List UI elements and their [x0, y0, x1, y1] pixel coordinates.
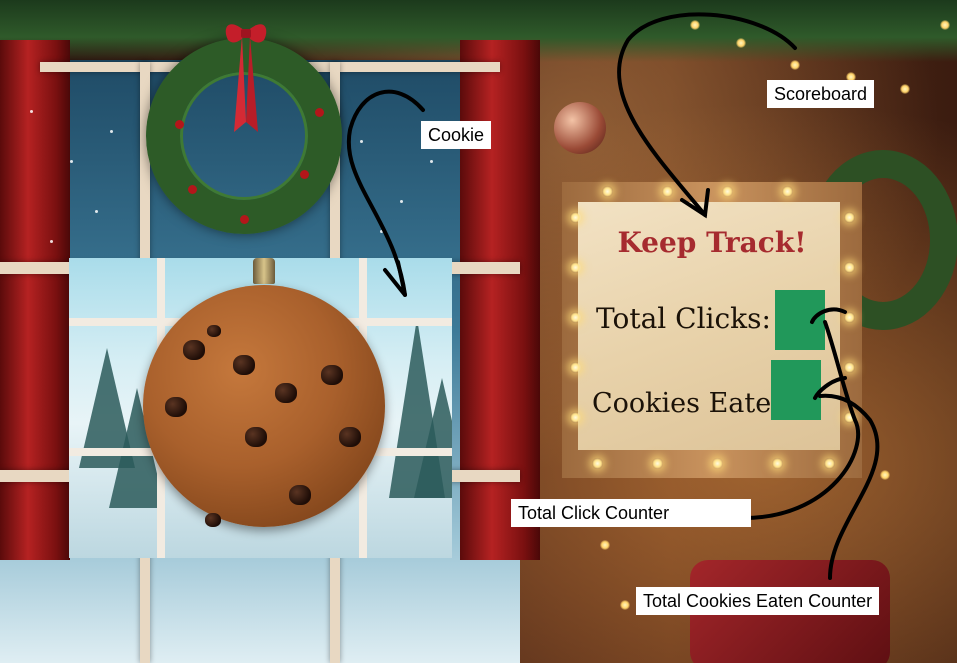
- cookies-eaten-counter: [771, 360, 821, 420]
- total-clicks-counter: [775, 290, 825, 350]
- left-curtain: [0, 40, 70, 560]
- cookie-button[interactable]: [143, 285, 385, 527]
- right-curtain: [460, 40, 540, 560]
- ornament-ball-icon: [554, 102, 606, 154]
- cookies-eaten-label: Cookies Eaten:: [592, 388, 798, 419]
- total-click-counter-callout: Total Click Counter: [511, 499, 751, 527]
- cookie-panel: [69, 258, 452, 558]
- scoreboard-title: Keep Track!: [617, 226, 807, 259]
- scoreboard-callout: Scoreboard: [767, 80, 875, 108]
- total-clicks-label: Total Clicks:: [596, 302, 771, 335]
- ornament-cap-icon: [253, 258, 275, 284]
- cookie-callout: Cookie: [421, 121, 492, 149]
- red-bow-icon: [225, 24, 267, 132]
- total-cookies-eaten-counter-callout: Total Cookies Eaten Counter: [636, 587, 880, 615]
